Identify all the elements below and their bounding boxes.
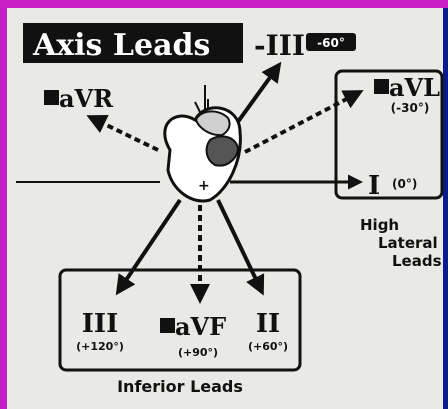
- lead-avf-label: aVF: [175, 312, 226, 341]
- lead-avr-arrow: [86, 114, 159, 152]
- slide-border-left: [0, 0, 7, 409]
- title-box: [23, 23, 243, 63]
- lead-i-angle: (0°): [392, 177, 417, 191]
- title-text: Axis Leads: [32, 28, 210, 63]
- avr-prefix-icon: [44, 90, 59, 105]
- lead-neg3-label: -III: [254, 29, 305, 62]
- lead-avr-label: aVR: [59, 84, 114, 113]
- high-lateral-caption-line1: High: [360, 216, 399, 234]
- lead-neg3-angle-badge: [306, 33, 356, 51]
- high-lateral-caption-line3: Leads: [392, 252, 442, 270]
- lead-iii-angle: (+120°): [76, 340, 124, 353]
- lead-neg3-arrow: [230, 61, 282, 132]
- high-lateral-caption-line2: Lateral: [378, 234, 438, 252]
- lead-ii-angle: (+60°): [248, 340, 288, 353]
- heart-icon: [163, 99, 242, 203]
- lead-neg3-angle: -60°: [317, 36, 345, 50]
- lead-avl-label: aVL: [389, 73, 440, 102]
- lead-iii-arrow: [115, 198, 182, 296]
- lead-ii-arrow: [216, 199, 265, 296]
- lead-avl-angle: (-30°): [391, 101, 430, 115]
- inferior-leads-box: [58, 268, 302, 372]
- diagram-panel: [7, 8, 443, 409]
- avf-prefix-icon: [160, 318, 175, 333]
- heart-center-plus: +: [198, 178, 210, 194]
- lead-i-label: I: [368, 171, 380, 201]
- lead-avf-angle: (+90°): [178, 346, 218, 359]
- avl-prefix-icon: [374, 79, 389, 94]
- slide-border-top: [0, 0, 448, 8]
- lead-iii-label: III: [82, 309, 119, 339]
- inferior-leads-caption: Inferior Leads: [117, 377, 243, 396]
- high-lateral-box: [334, 69, 444, 200]
- lead-ii-label: II: [256, 309, 280, 339]
- lead-avl-arrow: [244, 90, 364, 154]
